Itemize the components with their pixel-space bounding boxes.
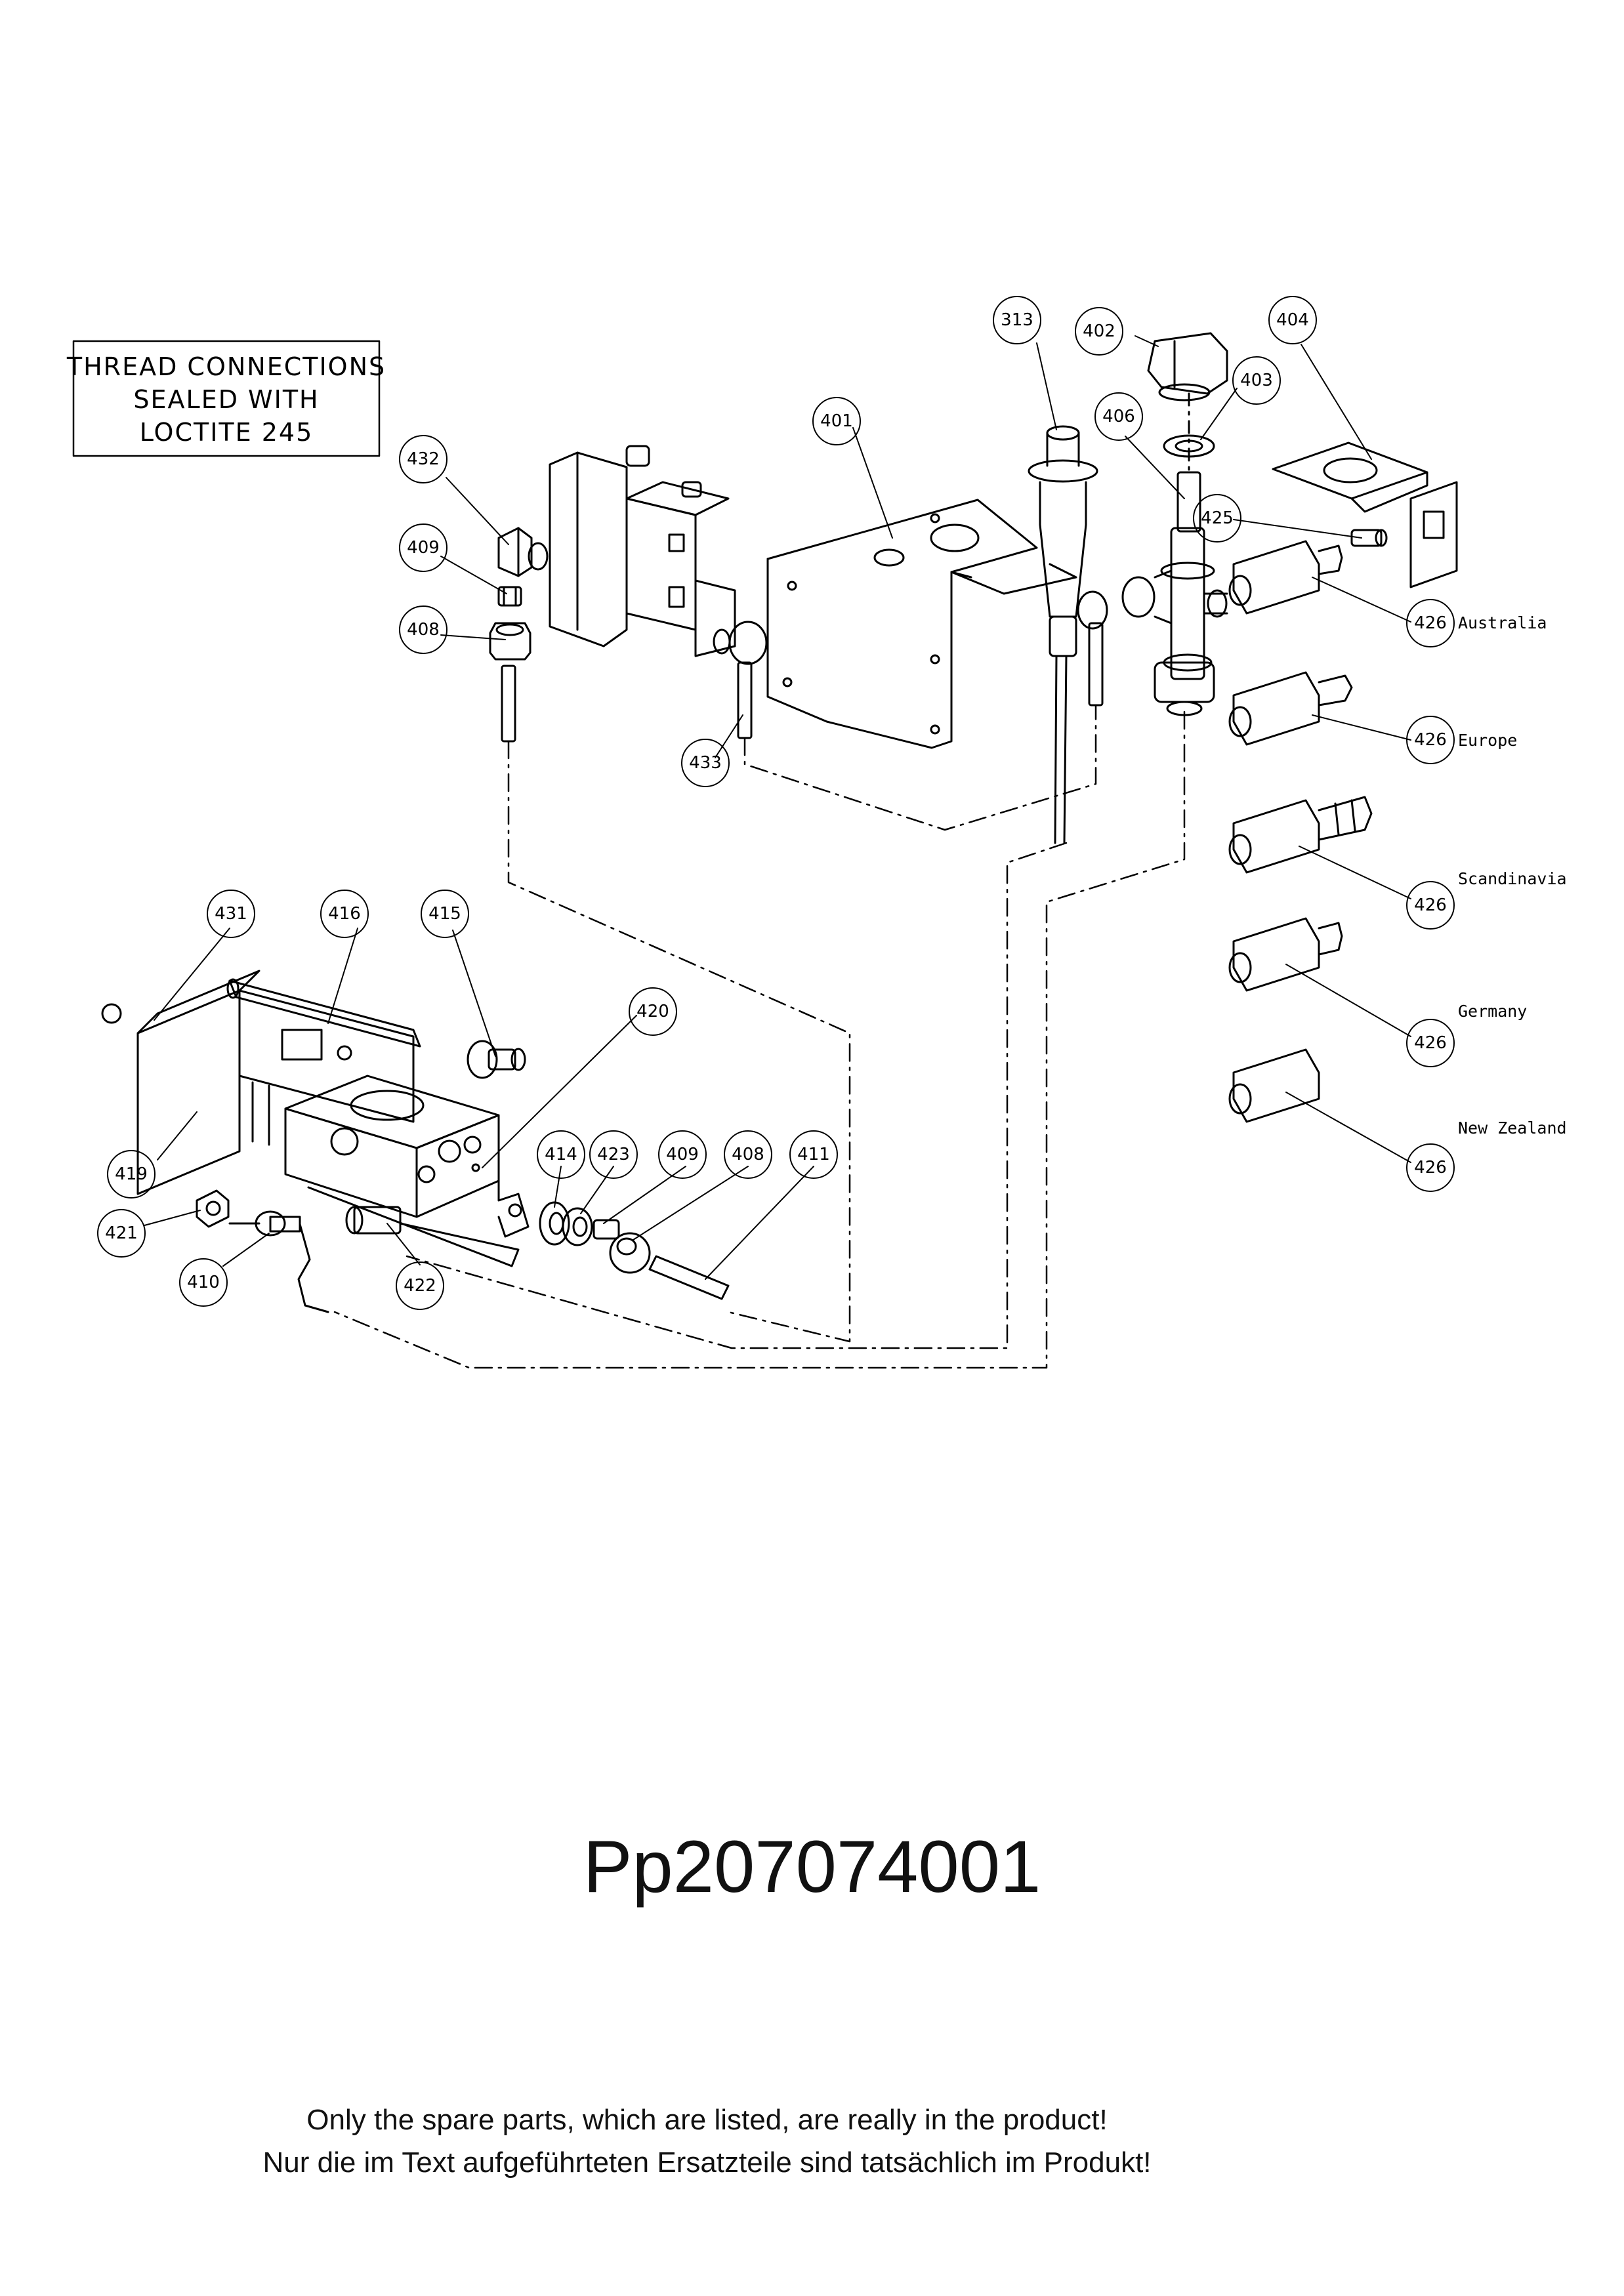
part-426-australia <box>1228 540 1343 615</box>
callout-label: 313 <box>1001 310 1033 330</box>
note-box <box>72 340 381 457</box>
variant-label-scandinavia: Scandinavia <box>1458 869 1567 888</box>
callout-label: 433 <box>689 753 722 773</box>
callout-label: 414 <box>545 1145 577 1164</box>
callout-label: 411 <box>797 1145 830 1164</box>
part-422-thermocouple <box>307 1186 520 1267</box>
callout-label: 404 <box>1276 310 1309 330</box>
part-402-knob <box>1147 332 1228 401</box>
callout-label: 409 <box>407 538 440 558</box>
callout-label: 431 <box>215 904 247 924</box>
footer-note-english: Only the spare parts, which are listed, … <box>306 2104 1108 2136</box>
note-text: THREAD CONNECTIONS SEALED WITH LOCTITE 2… <box>66 352 386 447</box>
callout-label: 425 <box>1201 508 1234 528</box>
callout-label: 406 <box>1102 407 1135 426</box>
part-426-europe <box>1228 671 1353 746</box>
callout-label: 410 <box>187 1273 220 1292</box>
callout-label: 402 <box>1083 321 1115 341</box>
part-414-washer <box>539 1201 570 1246</box>
part-313-pilot-burner <box>1028 425 1098 844</box>
callout-label: 408 <box>407 620 440 640</box>
part-409-fitting-lower <box>593 1219 620 1240</box>
variant-label-australia: Australia <box>1458 613 1547 632</box>
part-416-tube <box>226 978 421 1048</box>
part-423-nut <box>562 1207 593 1246</box>
callout-label: 416 <box>328 904 361 924</box>
part-421-nut <box>196 1189 230 1228</box>
solenoid-valve <box>549 445 768 665</box>
callout-label: 421 <box>105 1223 138 1243</box>
callout-label: 426 <box>1414 613 1447 633</box>
variant-label-europe: Europe <box>1458 731 1517 750</box>
callout-label: 420 <box>636 1002 669 1021</box>
footer-note-german: Nur die im Text aufgeführteten Ersatztei… <box>262 2146 1152 2179</box>
variant-label-germany: Germany <box>1458 1002 1527 1021</box>
gas-valve-block <box>1077 527 1228 716</box>
callout-label: 415 <box>428 904 461 924</box>
callout-label: 419 <box>115 1164 148 1184</box>
part-410-electrode <box>228 1210 329 1313</box>
callout-label: 408 <box>732 1145 764 1164</box>
callout-label: 409 <box>666 1145 699 1164</box>
burner-chassis <box>238 989 500 1218</box>
callout-label: 426 <box>1414 1158 1447 1178</box>
note-line-2: SEALED WITH <box>133 385 319 414</box>
part-433-pipe <box>737 661 753 739</box>
part-411-pipe <box>648 1255 730 1300</box>
variant-labels: Australia Europe Scandinavia Germany New… <box>1458 613 1567 1138</box>
connection-lines <box>333 704 1186 1369</box>
part-404-bracket <box>1272 441 1458 588</box>
callout-label: 426 <box>1414 730 1447 750</box>
leader-lines <box>144 335 1411 1280</box>
part-425-nipple <box>1350 529 1388 547</box>
callout-label: 423 <box>597 1145 630 1164</box>
callout-label: 426 <box>1414 1033 1447 1053</box>
bracket-tab <box>497 1179 530 1238</box>
drawing-number: Pp207074001 <box>583 1826 1041 1908</box>
part-426-scandinavia <box>1228 796 1373 874</box>
note-line-3: LOCTITE 245 <box>140 418 314 447</box>
callout-label: 401 <box>820 411 853 431</box>
part-432-elbow-fitting <box>497 527 549 577</box>
part-426-new-zealand <box>1228 1048 1320 1123</box>
part-409-nut-small <box>497 586 522 607</box>
part-408-nut-lower <box>609 1232 651 1274</box>
callout-label: 403 <box>1240 371 1273 390</box>
part-426-germany <box>1228 917 1343 992</box>
part-419-cover <box>101 970 260 1195</box>
variant-label-new-zealand: New Zealand <box>1458 1118 1567 1138</box>
pipe-left <box>501 665 516 743</box>
part-415-fitting <box>467 1040 526 1079</box>
callout-circles <box>97 296 1455 1310</box>
note-line-1: THREAD CONNECTIONS <box>66 352 386 381</box>
callout-label: 432 <box>407 449 440 469</box>
callout-label: 426 <box>1414 895 1447 915</box>
callout-label: 422 <box>404 1276 436 1296</box>
part-401-mounting-plate <box>766 499 1077 749</box>
part-406-spindle <box>1176 392 1201 533</box>
part-408-nut <box>489 622 531 661</box>
callout-labels: 313 402 404 403 401 406 432 425 409 408 … <box>105 310 1447 1296</box>
